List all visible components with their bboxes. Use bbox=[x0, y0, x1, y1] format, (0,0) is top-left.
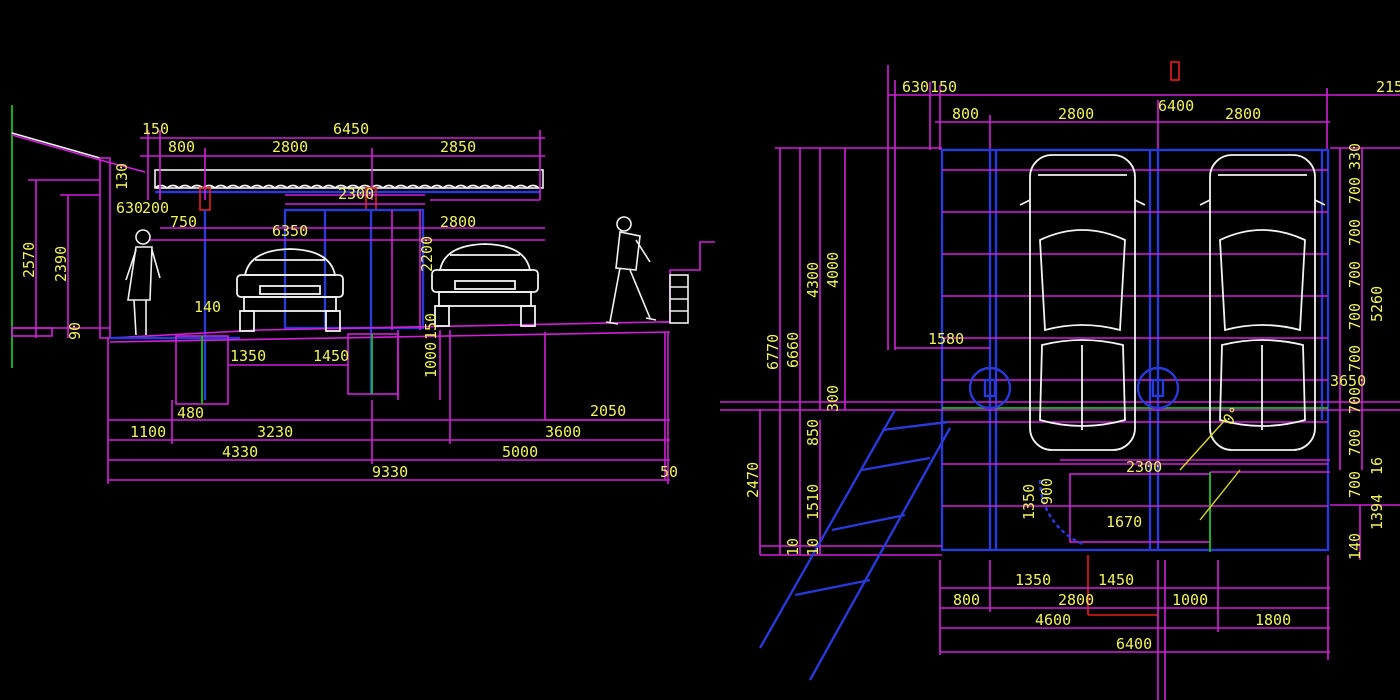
plan-dim-16: 16 bbox=[1368, 457, 1386, 475]
plan-dim-6770: 6770 bbox=[764, 334, 782, 370]
dim-9330: 9330 bbox=[372, 463, 408, 481]
dim-800: 800 bbox=[168, 138, 195, 156]
dim-5000: 5000 bbox=[502, 443, 538, 461]
dim-6350: 6350 bbox=[272, 222, 308, 240]
plan-dim-4000: 4000 bbox=[824, 252, 842, 288]
plan-dim-330: 330 bbox=[1346, 143, 1364, 170]
plan-dim-140: 140 bbox=[1346, 533, 1364, 560]
steps bbox=[660, 241, 715, 323]
dim-3230: 3230 bbox=[257, 423, 293, 441]
dim-4330: 4330 bbox=[222, 443, 258, 461]
plan-dim-1394: 1394 bbox=[1368, 494, 1386, 530]
plan-dim-700-4: 700 bbox=[1346, 303, 1364, 330]
plan-dim-700-8: 700 bbox=[1346, 471, 1364, 498]
plan-dim-5260: 5260 bbox=[1368, 286, 1386, 322]
dim-2570: 2570 bbox=[20, 242, 38, 278]
dim-140: 140 bbox=[194, 298, 221, 316]
plan-dim-300: 300 bbox=[824, 385, 842, 412]
column-base-left bbox=[968, 366, 1012, 410]
plan-dim-2800-bottom: 2800 bbox=[1058, 591, 1094, 609]
plan-dim-6400: 6400 bbox=[1158, 97, 1194, 115]
dim-1100: 1100 bbox=[130, 423, 166, 441]
ramp-stair bbox=[758, 409, 952, 681]
plan-dim-6400-bottom: 6400 bbox=[1116, 635, 1152, 653]
plan-dim-800: 800 bbox=[952, 105, 979, 123]
dim-1000: 1000 bbox=[422, 342, 440, 378]
plan-dim-3650: 3650 bbox=[1330, 372, 1366, 390]
plan-dim-700-6: 700 bbox=[1346, 387, 1364, 414]
car-front-left bbox=[236, 248, 344, 332]
dim-480: 480 bbox=[177, 404, 204, 422]
plan-dim-2800-a: 2800 bbox=[1058, 105, 1094, 123]
plan-view: 630 150 2150 800 2800 6400 2800 330 700 … bbox=[720, 61, 1400, 700]
car-top-left bbox=[1019, 154, 1146, 451]
pit-plan bbox=[1069, 473, 1211, 543]
dim-2300: 2300 bbox=[338, 185, 374, 203]
dim-3600: 3600 bbox=[545, 423, 581, 441]
left-wall bbox=[99, 157, 111, 339]
dim-130: 130 bbox=[113, 163, 131, 190]
dim-2200: 2200 bbox=[418, 236, 436, 272]
dim-2800: 2800 bbox=[272, 138, 308, 156]
plan-dim-800-b: 800 bbox=[953, 591, 980, 609]
dim-1450: 1450 bbox=[313, 347, 349, 365]
plan-dim-10-a: 10 bbox=[784, 538, 802, 556]
dim-2390: 2390 bbox=[52, 246, 70, 282]
dim-750: 750 bbox=[170, 213, 197, 231]
dim-150-top: 150 bbox=[142, 120, 169, 138]
plan-dim-850: 850 bbox=[804, 419, 822, 446]
car-front-right bbox=[431, 243, 539, 327]
plan-dim-1510: 1510 bbox=[804, 484, 822, 520]
plan-dim-700-3: 700 bbox=[1346, 261, 1364, 288]
plan-dim-1350-b: 1350 bbox=[1015, 571, 1051, 589]
dim-6450: 6450 bbox=[333, 120, 369, 138]
dim-200: 200 bbox=[142, 199, 169, 217]
dim-150-floor: 150 bbox=[422, 313, 440, 340]
car-top-right bbox=[1199, 154, 1326, 451]
plan-dim-2470: 2470 bbox=[744, 462, 762, 498]
plan-dim-630: 630 bbox=[902, 78, 929, 96]
plan-dim-2300: 2300 bbox=[1126, 458, 1162, 476]
canopy-roof bbox=[154, 169, 544, 189]
plan-dim-4600: 4600 bbox=[1035, 611, 1071, 629]
column-base-right bbox=[1136, 366, 1180, 410]
pit-right bbox=[347, 333, 399, 395]
dim-2800-right: 2800 bbox=[440, 213, 476, 231]
dim-630: 630 bbox=[116, 199, 143, 217]
plan-dim-1670: 1670 bbox=[1106, 513, 1142, 531]
plan-dim-1350-v: 1350 bbox=[1020, 484, 1038, 520]
plan-dim-150: 150 bbox=[930, 78, 957, 96]
plan-dim-4300: 4300 bbox=[804, 262, 822, 298]
plan-outline bbox=[940, 148, 1330, 552]
plan-dim-700-2: 700 bbox=[1346, 219, 1364, 246]
plan-dim-1800: 1800 bbox=[1255, 611, 1291, 629]
person-man bbox=[605, 216, 657, 325]
section-elevation: 150 6450 800 2800 2850 130 630 200 750 2… bbox=[11, 105, 715, 484]
plan-dim-1000-b: 1000 bbox=[1172, 591, 1208, 609]
plan-dim-2800-b: 2800 bbox=[1225, 105, 1261, 123]
plan-dim-1450-b: 1450 bbox=[1098, 571, 1134, 589]
plan-dim-700-1: 700 bbox=[1346, 177, 1364, 204]
plan-dim-900: 900 bbox=[1038, 478, 1056, 505]
plan-dim-700-7: 700 bbox=[1346, 429, 1364, 456]
plan-dim-6660: 6660 bbox=[784, 332, 802, 368]
dim-1350: 1350 bbox=[230, 347, 266, 365]
plan-dim-700-5: 700 bbox=[1346, 345, 1364, 372]
person-woman bbox=[125, 229, 161, 336]
dim-2850: 2850 bbox=[440, 138, 476, 156]
north-marker bbox=[1170, 61, 1180, 81]
dim-50: 50 bbox=[660, 463, 678, 481]
dim-90: 90 bbox=[66, 322, 84, 340]
plan-dim-2150: 2150 bbox=[1376, 78, 1400, 96]
plan-dim-10-b: 10 bbox=[804, 538, 822, 556]
plan-dim-1580: 1580 bbox=[928, 330, 964, 348]
dim-2050: 2050 bbox=[590, 402, 626, 420]
